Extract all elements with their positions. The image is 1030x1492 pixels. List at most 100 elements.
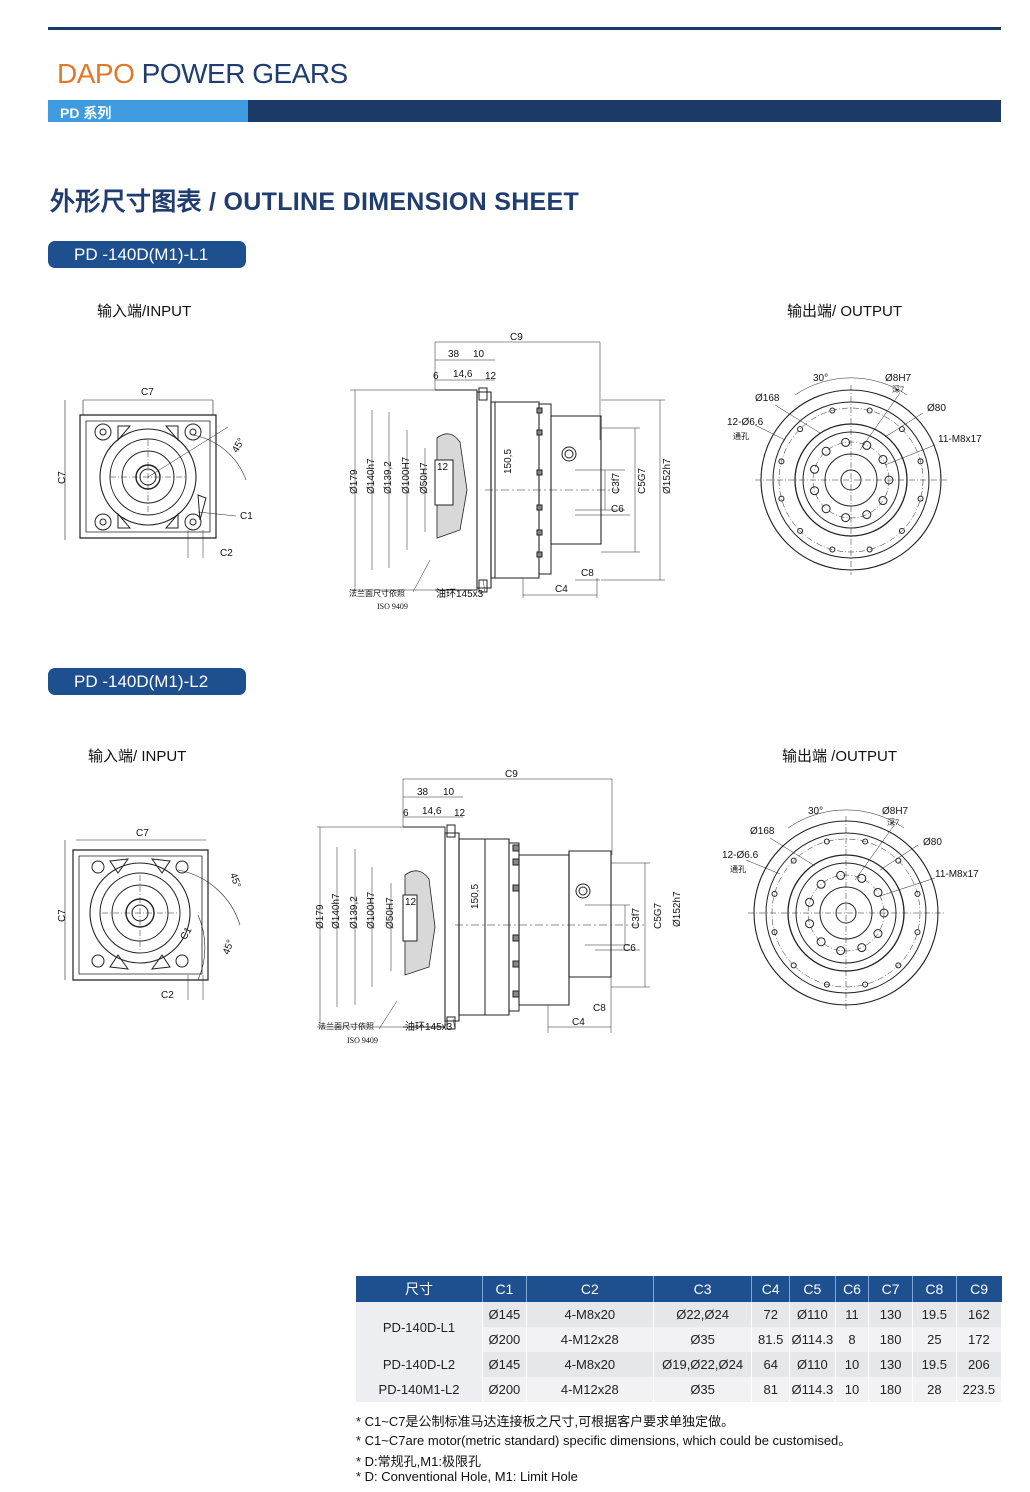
dim-c1-l2: C1	[179, 925, 195, 942]
dim-c8-l2: C8	[593, 1003, 606, 1014]
dim-holes-l1: 12-Ø6.6	[727, 417, 764, 428]
dim-c3-l1: C3f7	[611, 472, 622, 494]
dim-6-l1: 6	[433, 371, 439, 382]
dim-10-l1: 10	[473, 349, 485, 360]
bolt-hole-outer	[830, 408, 835, 413]
oil-ring-note-l2: 油环145x3	[405, 1020, 453, 1033]
dim-150-5-l1: 150,5	[503, 449, 514, 474]
dim-m8-l2: 11-M8x17	[935, 869, 979, 880]
dim-c7-top-l2: C7	[136, 828, 149, 839]
header-c5: C5	[789, 1276, 836, 1302]
cell: Ø145	[482, 1352, 527, 1377]
cell: 8	[835, 1327, 870, 1352]
dim-c9-l1: C9	[510, 332, 523, 343]
cell: Ø35	[653, 1327, 753, 1352]
tapped-hole-inner	[863, 441, 871, 449]
header-c3: C3	[653, 1276, 753, 1302]
table-row: PD-140M1-L2 Ø200 4-M12x28 Ø35 81 Ø114.3 …	[356, 1377, 1003, 1402]
header-c7: C7	[868, 1276, 913, 1302]
cell: 28	[912, 1377, 957, 1402]
dim-phi50-l2: Ø50H7	[385, 897, 396, 929]
note-1: * C1~C7是公制标准马达连接板之尺寸,可根据客户要求单独定做。	[356, 1414, 735, 1429]
dim-c4-l1: C4	[555, 584, 568, 595]
header-size: 尺寸	[356, 1276, 484, 1302]
bolt-hole-outer	[896, 963, 901, 968]
side-view-drawing-l1: C9 38 10 6 14,6 12 12 Ø179 Ø140h7 Ø139,2…	[349, 332, 673, 611]
dim-phi179-l2: Ø179	[315, 904, 326, 929]
dim-phi139-2-l2: Ø139,2	[349, 896, 360, 929]
table-header-row: 尺寸 C1 C2 C3 C4 C5 C6 C7 C8 C9	[356, 1276, 1002, 1302]
header-c8: C8	[912, 1276, 957, 1302]
dim-c1-l1: C1	[240, 511, 253, 522]
tapped-hole-inner	[837, 947, 845, 955]
dim-38-l1: 38	[448, 349, 460, 360]
bolt-hole-outer	[915, 930, 920, 935]
cell: 81	[751, 1377, 791, 1402]
header-c1: C1	[482, 1276, 527, 1302]
dim-phi8-l1: Ø8H7	[885, 373, 912, 384]
table-row: Ø200 4-M12x28 Ø35 81.5 Ø114.3 8 180 25 1…	[356, 1327, 1003, 1352]
dim-phi100-l2: Ø100H7	[366, 891, 377, 929]
dim-phi50-l1: Ø50H7	[419, 462, 430, 494]
dim-phi168-l1: Ø168	[755, 393, 780, 404]
dim-14-6-l1: 14,6	[453, 369, 473, 380]
dim-c7-side-l2: C7	[57, 909, 68, 922]
tapped-hole-inner	[858, 874, 866, 882]
flange-note-l1: 法兰面尺寸依照	[349, 588, 405, 598]
dim-angle-45-l2: 45°	[227, 872, 243, 890]
dim-c2-l2: C2	[161, 990, 174, 1001]
input-label-l2: 输入端/ INPUT	[88, 748, 187, 765]
tapped-hole-inner	[863, 511, 871, 519]
output-view-drawing-l1: 30° Ø8H7 深7 Ø168 Ø80 12-Ø6.6 通孔 11-M8x17	[727, 373, 982, 580]
bolt-hole-outer	[791, 963, 796, 968]
bolt-hole-outer	[863, 982, 868, 987]
bolt-hole-outer	[863, 839, 868, 844]
series-bar: PD 系列	[48, 100, 1001, 122]
cell: Ø35	[653, 1377, 753, 1402]
dim-c2-l1: C2	[220, 548, 233, 559]
dim-c7-side-l1: C7	[57, 471, 68, 484]
dim-phi152-l1: Ø152h7	[662, 458, 673, 494]
cell: 11	[835, 1302, 870, 1327]
tapped-hole-inner	[837, 871, 845, 879]
dim-c8-l1: C8	[581, 568, 594, 579]
dim-c5-l2: C5G7	[653, 902, 664, 929]
dim-c3-l2: C3f7	[631, 907, 642, 929]
dim-angle-30-l2: 30°	[808, 806, 823, 817]
input-label-l1: 输入端/INPUT	[97, 303, 192, 320]
dim-6-l2: 6	[403, 808, 409, 819]
tapped-hole-inner	[822, 505, 830, 513]
dim-depth7-l1: 深7	[892, 385, 904, 394]
cell: 162	[956, 1302, 1003, 1327]
dim-phi80-l2: Ø80	[923, 837, 942, 848]
dim-phi152-l2: Ø152h7	[672, 891, 680, 927]
side-view-drawing-l2: C9 38 10 6 14,6 12 12 Ø179 Ø140h7 Ø139,2…	[315, 769, 680, 1045]
cell: Ø19,Ø22,Ø24	[653, 1352, 753, 1377]
tapped-hole-inner	[879, 497, 887, 505]
bolt-hole-outer	[772, 930, 777, 935]
bolt-hole-outer	[896, 858, 901, 863]
bolt-hole-outer	[798, 427, 803, 432]
cell: 10	[835, 1352, 870, 1377]
table-row: PD-140D-L1 Ø145 4-M8x20 Ø22,Ø24 72 Ø110 …	[356, 1302, 1003, 1352]
cell: 130	[868, 1352, 913, 1377]
dim-phi8-l2: Ø8H7	[882, 806, 909, 817]
cell: 4-M8x20	[526, 1302, 654, 1327]
brand-logo: DAPO POWER GEARS	[57, 58, 348, 90]
bolt-hole-outer	[918, 496, 923, 501]
output-label-l1: 输出端/ OUTPUT	[787, 303, 902, 320]
cell: 72	[751, 1302, 791, 1327]
bolt-hole-outer	[779, 496, 784, 501]
dim-phi179-l1: Ø179	[349, 469, 360, 494]
cell: 180	[868, 1327, 913, 1352]
dim-12-l1: 12	[485, 371, 497, 382]
dim-10-l2: 10	[443, 787, 455, 798]
bolt-hole-outer	[772, 891, 777, 896]
cell: 172	[956, 1327, 1003, 1352]
cell: Ø200	[482, 1377, 527, 1402]
tapped-hole-inner	[822, 447, 830, 455]
dim-depth7-l2: 深7	[887, 818, 899, 827]
tapped-hole-inner	[811, 487, 819, 495]
brand-part-dapo: DAPO	[57, 58, 135, 89]
dim-c6-l2: C6	[623, 943, 636, 954]
